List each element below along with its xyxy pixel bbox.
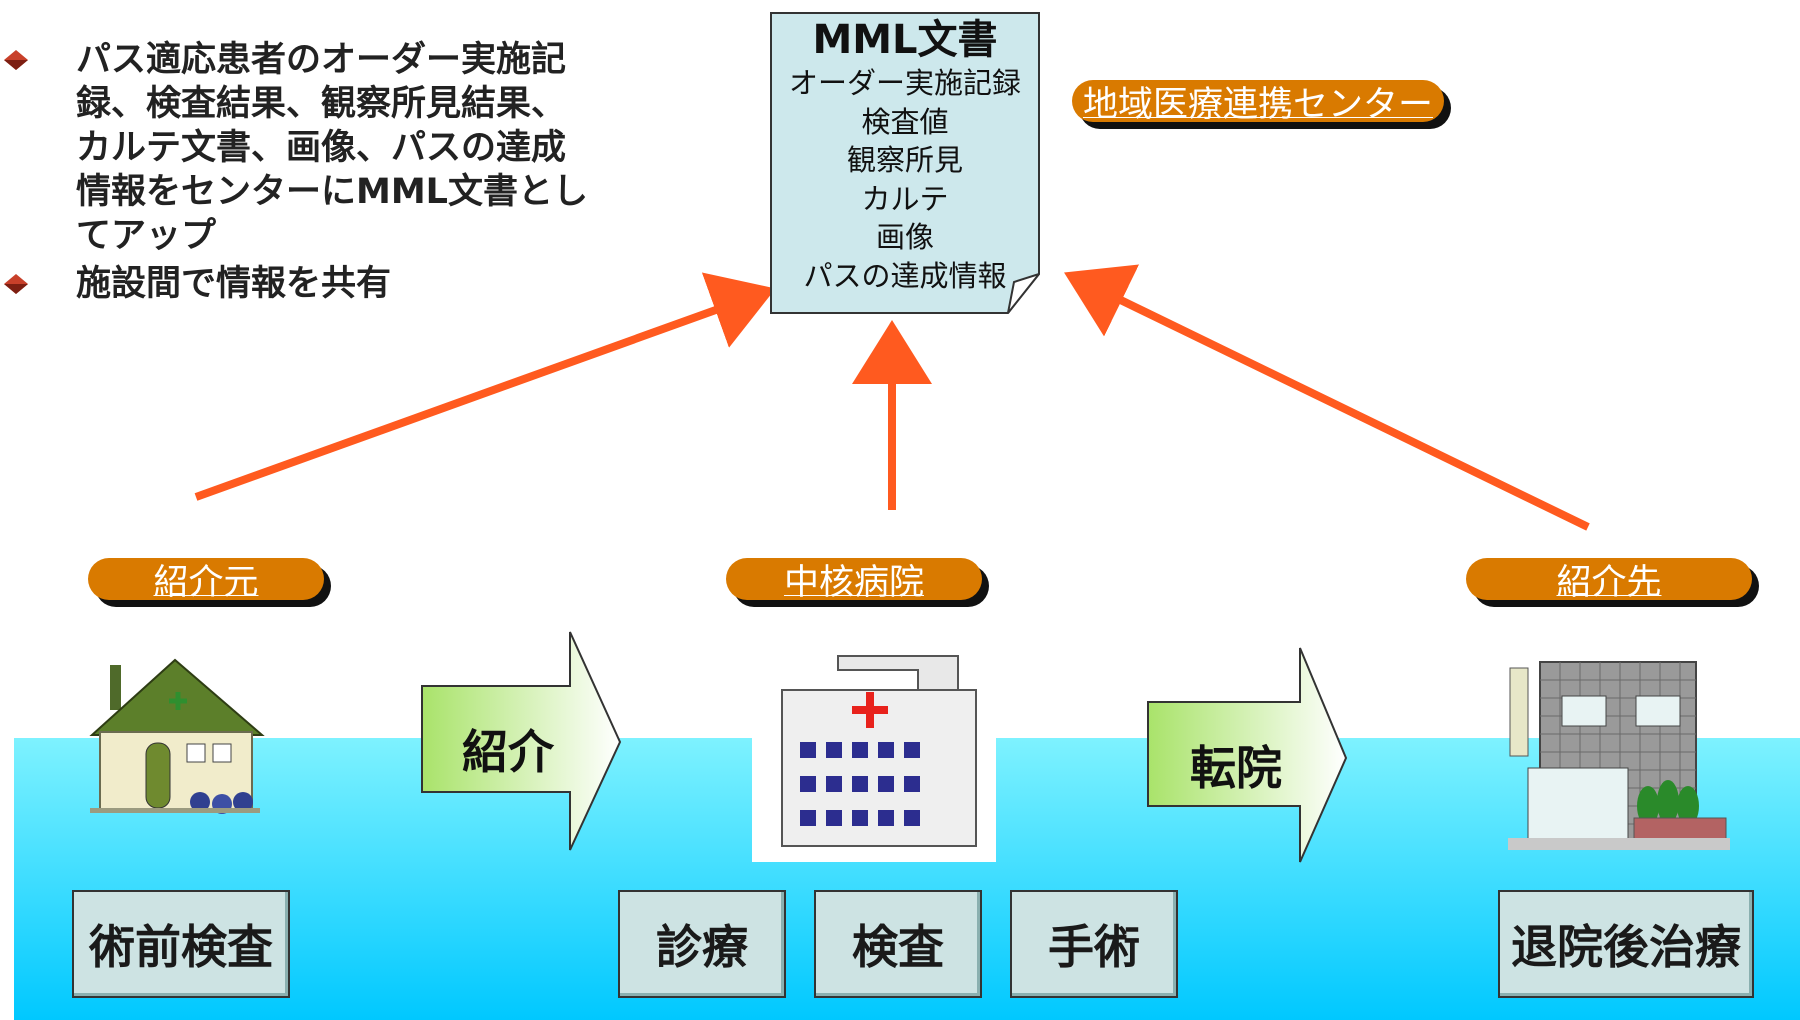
upload-arrow-destination <box>1064 264 1590 531</box>
referral-label: 紹介 <box>462 725 554 779</box>
diamond-bullet-icon <box>4 50 28 70</box>
bullet-list: パス適応患者のオーダー実施記録、検査結果、観察所見結果、カルテ文書、画像、パスの… <box>0 38 600 310</box>
referral-arrow <box>421 631 622 851</box>
destination-clinic-icon <box>1508 661 1730 850</box>
center-label-pill: 地域医療連携センター <box>1072 80 1444 125</box>
bullet-item: 施設間で情報を共有 <box>0 262 600 306</box>
mml-document: MML文書 オーダー実施記録 検査値 観察所見 カルテ 画像 パスの達成情報 <box>770 12 1040 314</box>
destination-pill: 紹介先 <box>1466 558 1752 603</box>
origin-pill: 紹介元 <box>88 558 324 603</box>
clinic-house-icon <box>89 658 265 814</box>
step-exam: 検査 <box>814 890 982 998</box>
destination-label: 紹介先 <box>1556 562 1662 603</box>
bullet-item: パス適応患者のオーダー実施記録、検査結果、観察所見結果、カルテ文書、画像、パスの… <box>0 38 600 258</box>
mml-doc-line: カルテ <box>861 181 949 216</box>
mml-doc-line: 画像 <box>875 220 934 254</box>
origin-label: 紹介元 <box>153 562 259 603</box>
step-surgery: 手術 <box>1010 890 1178 998</box>
mml-doc-line: 観察所見 <box>846 143 963 177</box>
upload-arrow-origin <box>194 272 776 501</box>
transfer-label: 転院 <box>1190 741 1282 795</box>
bullet-text: 施設間で情報を共有 <box>76 264 392 304</box>
step-diagnosis: 診療 <box>618 890 786 998</box>
mml-doc-line: パスの達成情報 <box>803 258 1007 293</box>
step-preop: 術前検査 <box>72 890 290 998</box>
core-label: 中核病院 <box>783 562 924 603</box>
diamond-bullet-icon <box>4 274 28 294</box>
step-post-discharge: 退院後治療 <box>1498 890 1754 998</box>
mml-doc-title: MML文書 <box>812 17 998 63</box>
transfer-arrow <box>1147 647 1348 863</box>
center-label: 地域医療連携センター <box>1082 84 1433 125</box>
mml-doc-line: オーダー実施記録 <box>788 66 1021 100</box>
document-icon <box>770 12 1040 314</box>
bullet-text: パス適応患者のオーダー実施記録、検査結果、観察所見結果、カルテ文書、画像、パスの… <box>76 40 588 256</box>
core-hospital-icon <box>752 655 996 862</box>
core-pill: 中核病院 <box>726 558 982 603</box>
mml-doc-line: 検査値 <box>861 104 949 139</box>
